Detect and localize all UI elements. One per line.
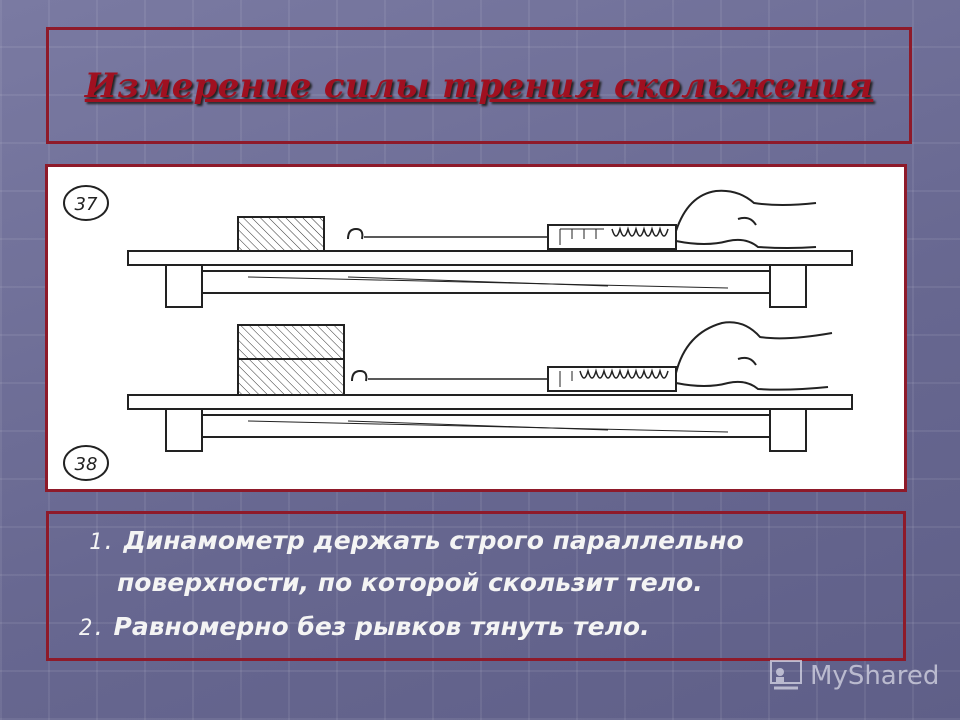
instruction-number-3: 2. <box>79 616 106 641</box>
label-38: 38 <box>75 454 98 475</box>
spring-38 <box>579 368 669 379</box>
instruction-line-2: поверхности, по которой скользит тело. <box>117 568 703 597</box>
title-frame: Измерение силы трения скольжения <box>46 27 912 144</box>
instruction-text-1: Динамометр держать строго параллельно <box>123 526 744 555</box>
hand-37 <box>675 189 817 249</box>
instructions-frame: 1.Динамометр держать строго параллельно … <box>46 511 906 661</box>
block-upper-38 <box>237 324 345 360</box>
table-leg-right-38 <box>769 408 807 452</box>
watermark: MyShared <box>768 656 939 696</box>
hook-37 <box>347 227 364 240</box>
label-37: 37 <box>75 194 98 215</box>
label-circle-38 <box>63 445 109 481</box>
illustration-38 <box>63 321 853 481</box>
slide-title: Измерение силы трения скольжения <box>84 65 874 106</box>
label-circle-37 <box>63 185 109 221</box>
spring-37 <box>611 226 669 237</box>
instruction-line-3: 2. Равномерно без рывков тянуть тело. <box>79 612 650 641</box>
instruction-text-2: поверхности, по которой скользит тело. <box>117 568 703 597</box>
table-leg-left-37 <box>165 264 203 308</box>
table-top-37 <box>127 250 853 266</box>
table-leg-right-37 <box>769 264 807 308</box>
instruction-line-1: 1. Динамометр держать строго параллельно <box>89 526 744 555</box>
friction-illustration: 37 38 <box>63 185 853 481</box>
block-lower-38 <box>237 358 345 396</box>
instruction-number-1: 1. <box>89 530 116 555</box>
table-top-38 <box>127 394 853 410</box>
instruction-text-3: Равномерно без рывков тянуть тело. <box>113 612 650 641</box>
watermark-text: MyShared <box>810 661 940 691</box>
figure-frame: 37 38 <box>45 164 907 492</box>
hand-38 <box>675 321 833 391</box>
block-37 <box>237 216 325 252</box>
hook-38 <box>351 369 368 382</box>
table-leg-left-38 <box>165 408 203 452</box>
classroom-icon <box>770 660 802 690</box>
illustration-37 <box>63 185 853 308</box>
